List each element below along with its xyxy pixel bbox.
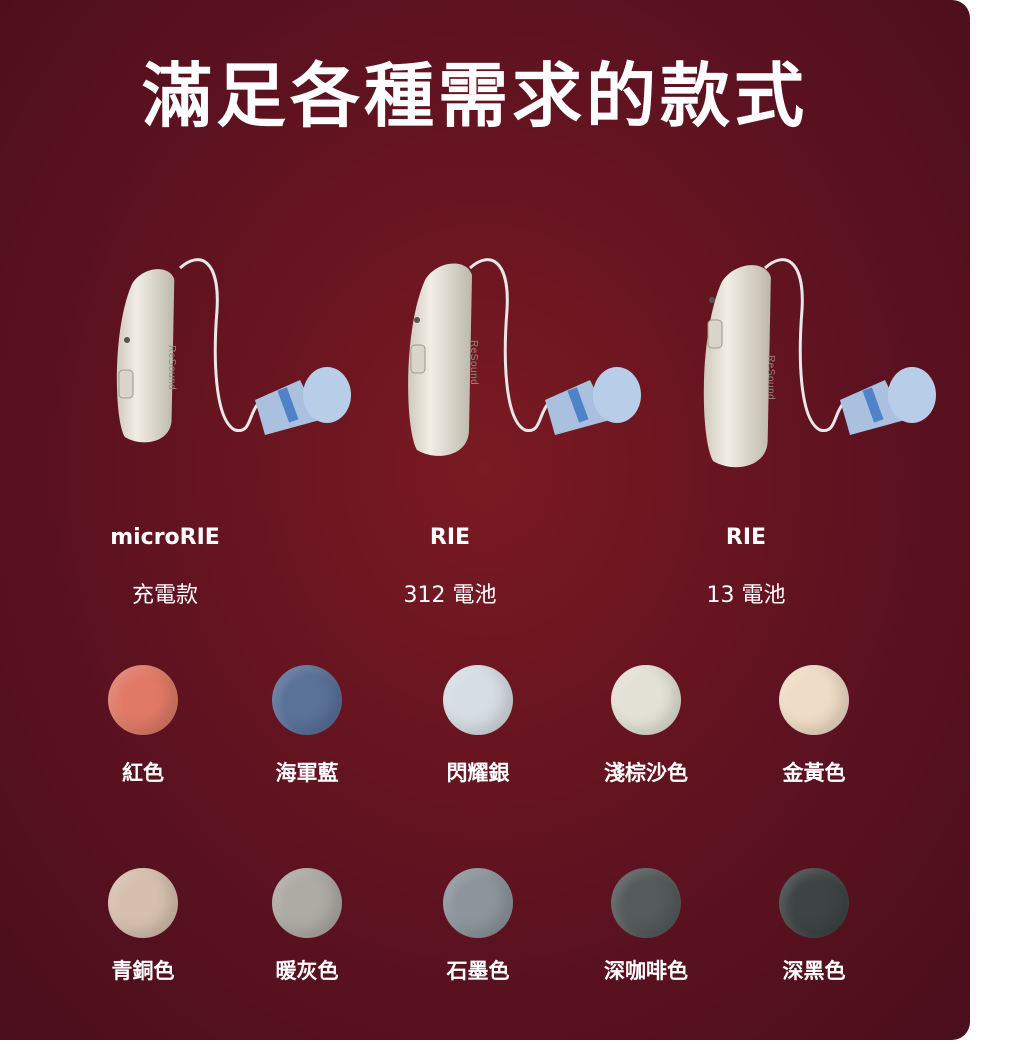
color-label: 石墨色: [446, 959, 510, 983]
product-subtitle-rie-13: 13 電池: [706, 583, 786, 608]
color-label: 海軍藍: [275, 761, 339, 785]
brand-mark: ReSound: [765, 355, 776, 401]
color-swatch[interactable]: [272, 868, 342, 938]
hearing-aid-image: ReSound: [690, 230, 950, 470]
color-label: 青銅色: [111, 959, 175, 983]
color-swatch[interactable]: [272, 665, 342, 735]
hearing-aid-image: ReSound: [105, 230, 365, 470]
product-name-microrie: microRIE: [110, 525, 220, 550]
product-name-rie-312: RIE: [429, 525, 471, 550]
color-label: 深咖啡色: [604, 959, 688, 983]
product-name-rie-13: RIE: [725, 525, 767, 550]
color-swatch[interactable]: [108, 665, 178, 735]
color-swatch[interactable]: [779, 868, 849, 938]
product-subtitle-rie-312: 312 電池: [403, 583, 497, 608]
color-label: 暖灰色: [275, 959, 339, 983]
product-subtitle-microrie: 充電款: [131, 583, 199, 608]
color-label: 淺棕沙色: [604, 761, 688, 785]
brand-mark: ReSound: [468, 340, 479, 386]
brand-mark: ReSound: [166, 345, 177, 391]
color-label: 紅色: [122, 761, 164, 785]
page-title: 滿足各種需求的款式: [142, 55, 808, 137]
color-label: 深黑色: [782, 959, 846, 983]
color-swatch[interactable]: [443, 868, 513, 938]
color-swatch[interactable]: [611, 868, 681, 938]
product-styles-card: 滿足各種需求的款式 ReSound ReSound ReSound microR…: [0, 0, 970, 1040]
color-swatch[interactable]: [611, 665, 681, 735]
color-swatch[interactable]: [779, 665, 849, 735]
hearing-aid-image: ReSound: [395, 230, 655, 470]
color-label: 金黃色: [782, 761, 846, 785]
color-swatch[interactable]: [443, 665, 513, 735]
color-swatch[interactable]: [108, 868, 178, 938]
color-label: 閃耀銀: [446, 761, 510, 785]
